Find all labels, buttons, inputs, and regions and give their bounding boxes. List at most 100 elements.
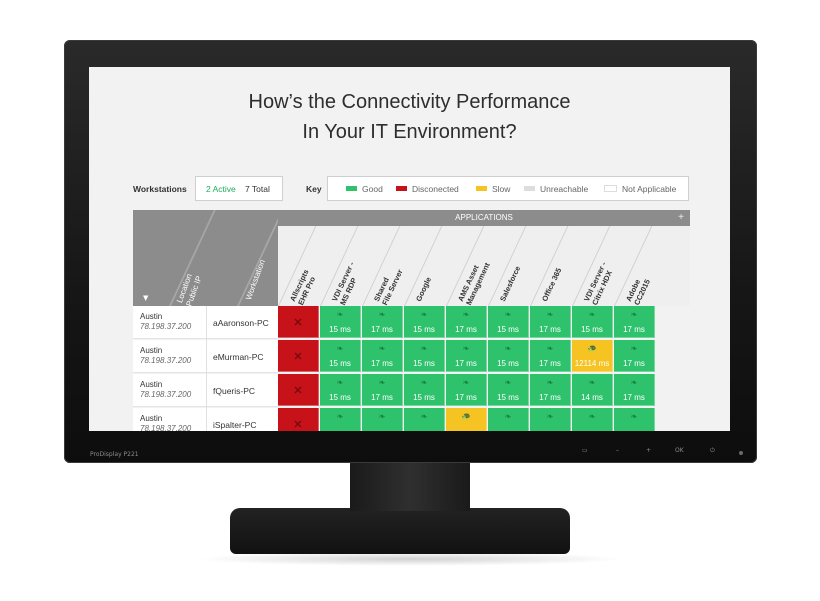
- x-icon: ✕: [293, 351, 303, 363]
- status-cell[interactable]: ❧17 ms: [446, 306, 487, 338]
- x-icon: ✕: [293, 317, 303, 329]
- table-row[interactable]: [133, 306, 278, 339]
- rabbit-icon: ❧: [630, 310, 638, 319]
- applications-header: APPLICATIONS +: [278, 210, 690, 226]
- monitor-stand-base: [230, 508, 570, 554]
- power-led: [739, 451, 743, 455]
- status-cell[interactable]: ❧17 ms: [446, 374, 487, 406]
- total-count[interactable]: 7 Total: [245, 184, 270, 194]
- plus-button[interactable]: +: [646, 447, 652, 454]
- status-cell[interactable]: ✕: [278, 374, 319, 406]
- table-row[interactable]: [133, 408, 278, 431]
- status-cell[interactable]: ❧17 ms: [362, 306, 403, 338]
- sort-arrow-icon[interactable]: ▼: [143, 294, 149, 302]
- status-cell[interactable]: ❧: [572, 408, 613, 431]
- workstation-name[interactable]: iSpalter-PC: [213, 420, 257, 430]
- status-cell[interactable]: ❧17 ms: [362, 374, 403, 406]
- table-row[interactable]: [133, 374, 278, 407]
- workstation-name[interactable]: eMurman-PC: [213, 352, 264, 362]
- status-cell[interactable]: ❧: [320, 408, 361, 431]
- latency-value: 17 ms: [455, 359, 477, 368]
- status-cell[interactable]: ✕: [278, 408, 319, 431]
- status-cell[interactable]: 🐢12114 ms: [572, 340, 613, 372]
- ok-button[interactable]: OK: [675, 447, 684, 454]
- rabbit-icon: ❧: [504, 310, 512, 319]
- status-cell[interactable]: ❧: [362, 408, 403, 431]
- status-cell[interactable]: ❧15 ms: [320, 306, 361, 338]
- add-application-button[interactable]: +: [678, 212, 684, 223]
- stand-shadow: [195, 552, 625, 566]
- page-title-line-1: How’s the Connectivity Performance: [248, 91, 571, 113]
- legend-not-applicable: Not Applicable: [604, 184, 676, 194]
- rabbit-icon: ❧: [378, 378, 386, 387]
- status-cell[interactable]: ❧17 ms: [614, 374, 655, 406]
- rabbit-icon: ❧: [462, 344, 470, 353]
- power-button[interactable]: ⏻: [710, 447, 715, 454]
- status-cell[interactable]: ❧ 15 ms: [488, 340, 529, 372]
- minus-button[interactable]: –: [616, 447, 619, 454]
- active-count[interactable]: 2 Active: [206, 184, 236, 194]
- location-city: Austin: [140, 414, 163, 423]
- table-row[interactable]: [133, 340, 278, 373]
- rabbit-icon: ❧: [378, 344, 386, 353]
- status-cell[interactable]: ❧ 17 ms: [362, 340, 403, 372]
- workstation-name[interactable]: fQueris-PC: [213, 386, 256, 396]
- status-cell[interactable]: ❧17 ms: [530, 340, 571, 372]
- legend-swatch: [476, 186, 487, 192]
- latency-value: 17 ms: [623, 359, 645, 368]
- status-cell[interactable]: ❧ 14 ms: [572, 374, 613, 406]
- status-cell[interactable]: ❧15 ms: [404, 306, 445, 338]
- status-cell[interactable]: ❧17 ms: [614, 306, 655, 338]
- key-label: Key: [306, 184, 322, 194]
- location-ip: 78.198.37.200: [140, 390, 192, 399]
- status-cell[interactable]: ❧ 15 ms: [572, 306, 613, 338]
- status-cell[interactable]: ❧ 17 ms: [614, 340, 655, 372]
- status-cell[interactable]: ❧15 ms: [404, 374, 445, 406]
- status-cell[interactable]: ❧15 ms: [320, 340, 361, 372]
- latency-value: 17 ms: [455, 393, 477, 402]
- rabbit-icon: ❧: [630, 344, 638, 353]
- latency-value: 15 ms: [581, 325, 603, 334]
- rabbit-icon: ❧: [588, 310, 596, 319]
- legend-swatch: [524, 186, 535, 192]
- status-cell[interactable]: ✕: [278, 306, 319, 338]
- rabbit-icon: ❧: [504, 344, 512, 353]
- monitor-brand-label: ProDisplay P221: [90, 451, 139, 458]
- status-cell[interactable]: ❧17 ms: [530, 374, 571, 406]
- status-cell[interactable]: ❧15 ms: [404, 340, 445, 372]
- status-cell[interactable]: ❧ 15 ms: [488, 306, 529, 338]
- rabbit-icon: ❧: [462, 310, 470, 319]
- x-icon: ✕: [293, 385, 303, 397]
- applications-title: APPLICATIONS: [455, 213, 513, 222]
- rabbit-icon: ❧: [588, 378, 596, 387]
- latency-value: 14 ms: [581, 393, 603, 402]
- rabbit-icon: ❧: [420, 378, 428, 387]
- legend-disconnected: Disconected: [396, 184, 459, 194]
- rabbit-icon: ❧: [420, 310, 428, 319]
- workstations-summary[interactable]: 2 Active 7 Total: [195, 176, 283, 201]
- status-cell[interactable]: ✕: [278, 340, 319, 372]
- rabbit-icon: ❧: [504, 378, 512, 387]
- status-cell[interactable]: ❧ 17 ms: [446, 340, 487, 372]
- workstation-name[interactable]: aAaronson-PC: [213, 318, 269, 328]
- status-cell[interactable]: 🐢: [446, 408, 487, 431]
- status-cell[interactable]: ❧15 ms: [488, 374, 529, 406]
- latency-value: 17 ms: [371, 359, 393, 368]
- location-ip: 78.198.37.200: [140, 424, 192, 431]
- latency-value: 15 ms: [497, 359, 519, 368]
- status-cell[interactable]: ❧: [404, 408, 445, 431]
- latency-value: 17 ms: [539, 359, 561, 368]
- status-cell[interactable]: ❧: [530, 408, 571, 431]
- status-cell[interactable]: ❧: [488, 408, 529, 431]
- latency-value: 17 ms: [539, 325, 561, 334]
- status-cell[interactable]: ❧15 ms: [320, 374, 361, 406]
- monitor-stand-neck: [350, 463, 470, 511]
- status-cell[interactable]: ❧17 ms: [530, 306, 571, 338]
- row-divider: [206, 374, 207, 408]
- latency-value: 12114 ms: [574, 359, 610, 368]
- rabbit-icon: ❧: [420, 344, 428, 353]
- latency-value: 15 ms: [497, 325, 519, 334]
- status-cell[interactable]: ❧: [614, 408, 655, 431]
- rabbit-icon: ❧: [378, 412, 386, 421]
- menu-button[interactable]: ▭: [582, 447, 588, 454]
